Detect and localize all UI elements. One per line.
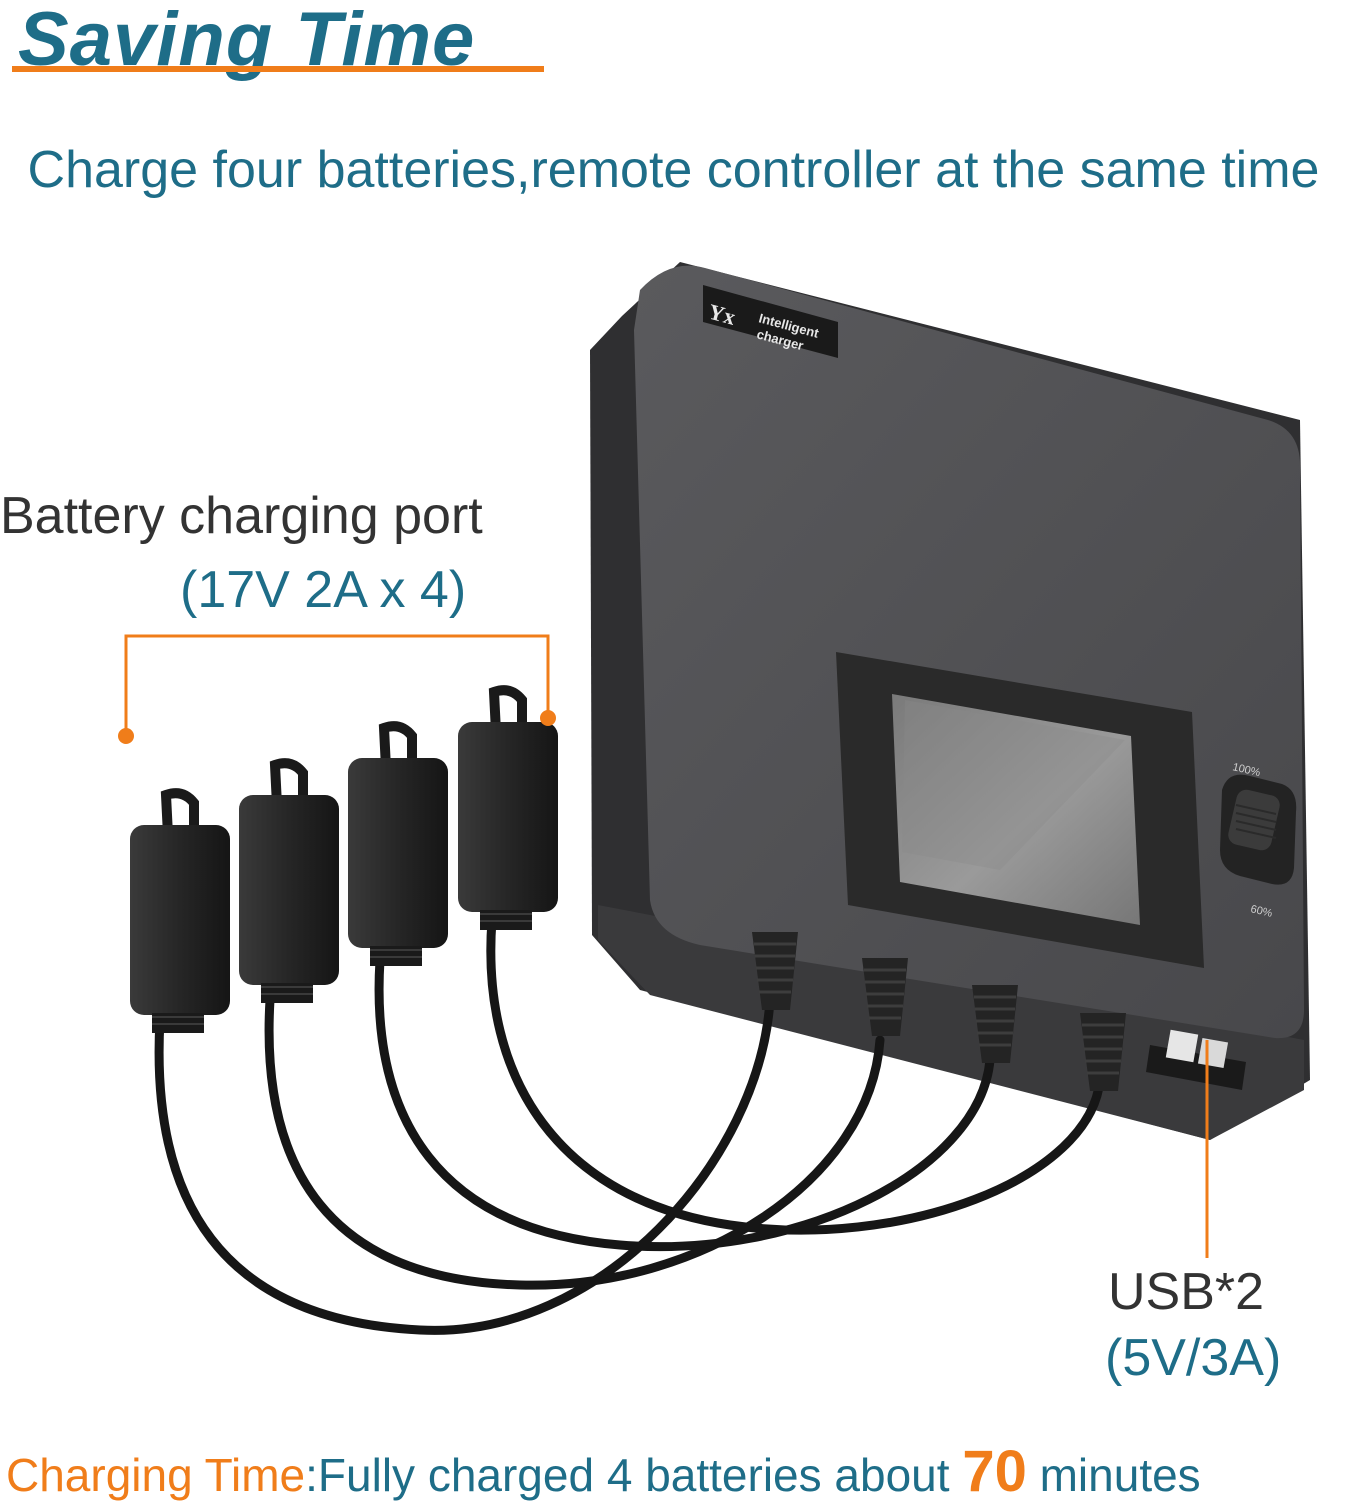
battery-plug-4 bbox=[458, 685, 558, 930]
cable-3 bbox=[374, 955, 995, 1252]
charging-time-prefix: Charging Time bbox=[6, 1449, 306, 1501]
battery-plug-3 bbox=[348, 721, 448, 966]
cable-4 bbox=[486, 915, 1105, 1235]
cable-1 bbox=[154, 995, 775, 1335]
page-title: Saving Time bbox=[18, 0, 476, 82]
callout-dot-right bbox=[540, 710, 556, 726]
charging-time-text: Fully charged 4 batteries about bbox=[317, 1449, 963, 1501]
lcd-screen-icon bbox=[892, 694, 1140, 925]
battery-port-callout bbox=[124, 634, 550, 736]
cable-2 bbox=[264, 995, 885, 1290]
slide-switch-icon[interactable]: 100% 60% bbox=[1220, 761, 1297, 920]
callout-lines bbox=[118, 634, 1209, 1258]
subtitle: Charge four batteries,remote controller … bbox=[27, 141, 1320, 199]
battery-port-spec: (17V 2A x 4) bbox=[180, 561, 467, 619]
callout-dot-left bbox=[118, 728, 134, 744]
switch-label-60: 60% bbox=[1249, 903, 1273, 920]
charging-time-unit: minutes bbox=[1026, 1449, 1201, 1501]
battery-plug-icon[interactable] bbox=[130, 685, 558, 1033]
usb-spec: (5V/3A) bbox=[1105, 1329, 1282, 1387]
charging-time-separator: : bbox=[305, 1449, 318, 1501]
usb-label: USB*2 bbox=[1108, 1263, 1265, 1321]
battery-plug-1 bbox=[130, 788, 230, 1033]
usb-port-icon[interactable] bbox=[1146, 1029, 1246, 1090]
title-underline bbox=[12, 66, 544, 72]
brand-badge: Yx Intelligent charger bbox=[703, 285, 838, 358]
charging-cables bbox=[154, 915, 1105, 1335]
charging-time-value: 70 bbox=[962, 1439, 1027, 1504]
cable-strain-reliefs bbox=[752, 932, 1126, 1091]
battery-plug-2 bbox=[239, 758, 339, 1003]
charger-device: Yx Intelligent charger 100% 60% bbox=[590, 262, 1310, 1140]
battery-port-label: Battery charging port bbox=[0, 487, 483, 545]
charging-time-caption: Charging Time:Fully charged 4 batteries … bbox=[6, 1440, 1201, 1504]
